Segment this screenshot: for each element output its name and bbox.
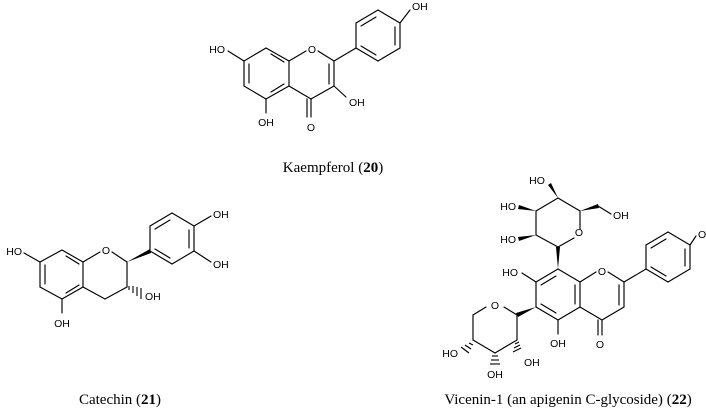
compound-name: Catechin xyxy=(79,392,133,408)
compound-name: Vicenin-1 (an apigenin C-glycoside) xyxy=(444,392,663,408)
compound-number: 22 xyxy=(672,392,687,408)
ring-oxygen-label: O xyxy=(491,300,499,312)
kaempferol-structure: O O HO OH OH OH xyxy=(209,1,428,134)
ring-oxygen-label: O xyxy=(102,245,110,257)
compound-number: 21 xyxy=(141,392,156,408)
hydroxyl-label: HO xyxy=(500,201,516,213)
hydroxyl-label: OH xyxy=(145,291,161,303)
hydroxyl-label: OH xyxy=(54,318,70,330)
hydroxyl-label: OH xyxy=(412,1,428,13)
carbonyl-oxygen-label: O xyxy=(596,339,604,351)
ring-oxygen-label: O xyxy=(598,266,606,278)
ring-oxygen-label: O xyxy=(308,44,316,56)
hydroxyl-label: HO xyxy=(500,234,516,246)
hydroxyl-label: HO xyxy=(6,246,22,258)
hydroxyl-label: OH xyxy=(550,338,566,350)
compound-caption: Kaempferol (20) xyxy=(283,160,383,176)
compound-number: 20 xyxy=(363,160,378,176)
hydroxyl-label: HO xyxy=(209,44,225,56)
vicenin-structure: O O O O HO OH HO HO HO OH OH OH OH HO xyxy=(442,175,706,381)
hydroxyl-label: OH xyxy=(213,209,229,221)
hydroxyl-label: OH xyxy=(258,117,274,129)
hydroxyl-label: OH xyxy=(613,210,629,222)
carbonyl-oxygen-label: O xyxy=(307,122,315,134)
compound-name: Kaempferol xyxy=(283,160,355,176)
hydroxyl-label: HO xyxy=(442,348,458,360)
compound-caption: Vicenin-1 (an apigenin C-glycoside) (22) xyxy=(444,392,691,408)
hydroxyl-label: OH xyxy=(524,357,540,369)
compound-caption: Catechin (21) xyxy=(79,392,161,408)
catechin-structure: O HO OH OH OH OH xyxy=(6,209,229,330)
hydroxyl-label: HO xyxy=(529,175,545,187)
hydroxyl-label: OH xyxy=(487,369,503,381)
hydroxyl-label: OH xyxy=(349,97,365,109)
ring-oxygen-label: O xyxy=(575,227,583,239)
hydroxyl-label: HO xyxy=(502,267,518,279)
hydroxyl-label: OH xyxy=(698,229,706,241)
hydroxyl-label: OH xyxy=(213,259,229,271)
